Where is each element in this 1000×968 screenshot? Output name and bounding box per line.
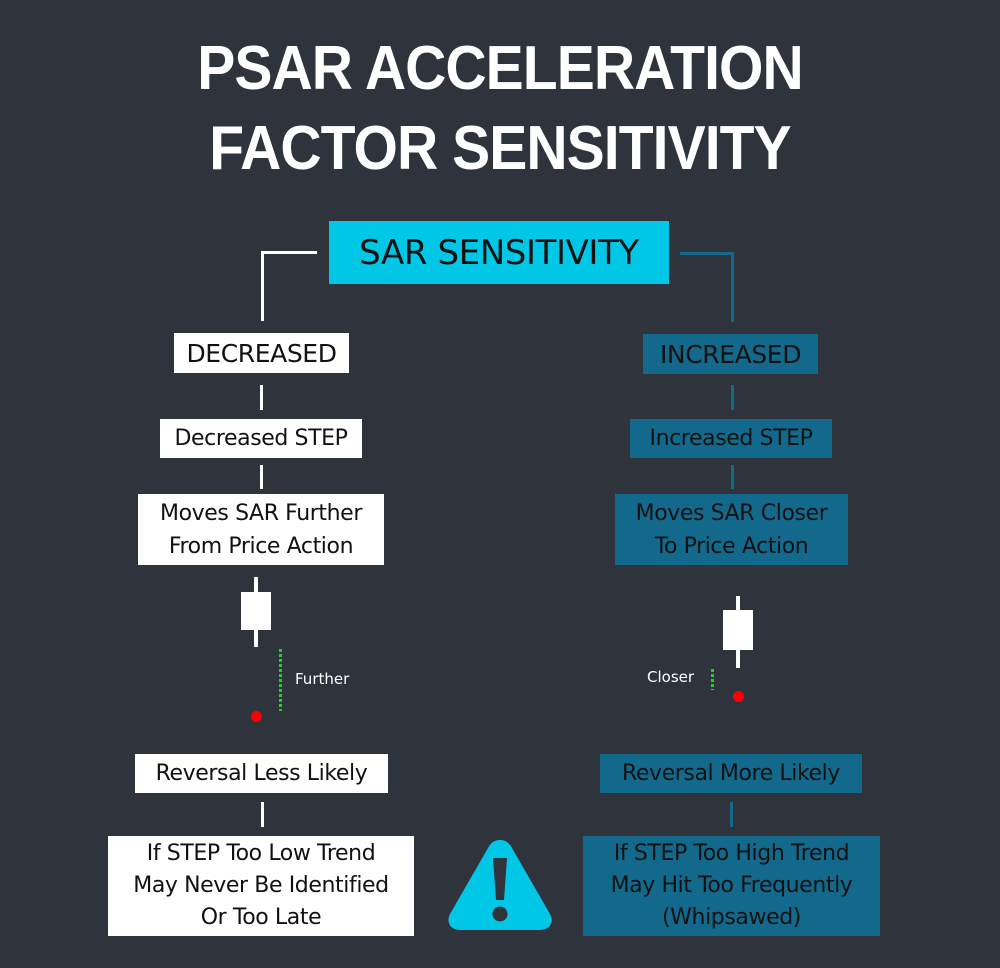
- left-step-label: Decreased STEP: [174, 426, 348, 451]
- right-candle-body: [723, 610, 753, 650]
- left-warning-box: If STEP Too Low Trend May Never Be Ident…: [108, 836, 414, 936]
- left-candle-upper-wick: [254, 577, 258, 593]
- right-distance-dots: [711, 669, 714, 690]
- left-effect-line-2: From Price Action: [168, 533, 354, 559]
- left-effect-box: Moves SAR Further From Price Action: [138, 494, 384, 565]
- right-header-increased: INCREASED: [643, 334, 818, 374]
- connector-right-2: [731, 465, 734, 489]
- right-effect-line-2: To Price Action: [654, 533, 809, 559]
- right-warning-line-3: (Whipsawed): [662, 905, 801, 930]
- left-distance-dots: [279, 649, 282, 711]
- right-effect-line-1: Moves SAR Closer: [635, 500, 828, 526]
- left-distance-label: Further: [295, 670, 350, 688]
- right-sar-dot: [733, 691, 744, 702]
- right-distance-label: Closer: [647, 668, 695, 686]
- root-node-label: SAR SENSITIVITY: [359, 232, 639, 273]
- right-candle-lower-wick: [736, 649, 740, 668]
- title-line-2: FACTOR SENSITIVITY: [209, 114, 791, 183]
- right-header-label: INCREASED: [659, 339, 802, 369]
- root-node-sar-sensitivity: SAR SENSITIVITY: [329, 221, 669, 284]
- right-effect-box: Moves SAR Closer To Price Action: [615, 494, 848, 565]
- connector-right-3: [730, 802, 733, 827]
- connector-root-right-h: [680, 252, 734, 255]
- left-warning-line-2: May Never Be Identified: [133, 873, 389, 898]
- left-warning-line-1: If STEP Too Low Trend: [146, 841, 376, 866]
- connector-root-left-v: [261, 251, 264, 321]
- connector-right-1: [731, 385, 734, 410]
- right-warning-box: If STEP Too High Trend May Hit Too Frequ…: [583, 836, 880, 936]
- right-step-box: Increased STEP: [630, 419, 832, 458]
- right-reversal-label: Reversal More Likely: [621, 761, 840, 786]
- right-reversal-box: Reversal More Likely: [600, 754, 862, 793]
- warning-triangle-icon: [444, 834, 556, 934]
- left-step-box: Decreased STEP: [160, 419, 362, 458]
- left-header-decreased: DECREASED: [174, 333, 349, 373]
- connector-left-3: [261, 802, 264, 827]
- left-candle-body: [241, 592, 271, 630]
- connector-left-1: [260, 385, 263, 410]
- left-reversal-box: Reversal Less Likely: [135, 754, 388, 793]
- right-warning-line-2: May Hit Too Frequently: [610, 873, 853, 898]
- right-step-label: Increased STEP: [649, 426, 813, 451]
- right-candle-upper-wick: [736, 596, 740, 612]
- title-line-1: PSAR ACCELERATION: [197, 34, 803, 103]
- left-header-label: DECREASED: [186, 338, 337, 368]
- connector-root-right-v: [731, 252, 734, 322]
- left-reversal-label: Reversal Less Likely: [155, 761, 368, 786]
- left-sar-dot: [251, 711, 262, 722]
- connector-root-left-h: [261, 251, 317, 254]
- left-warning-line-3: Or Too Late: [200, 905, 322, 930]
- left-candle-lower-wick: [254, 629, 258, 647]
- left-effect-line-1: Moves SAR Further: [160, 500, 362, 526]
- connector-left-2: [260, 465, 263, 489]
- right-warning-line-1: If STEP Too High Trend: [613, 841, 850, 866]
